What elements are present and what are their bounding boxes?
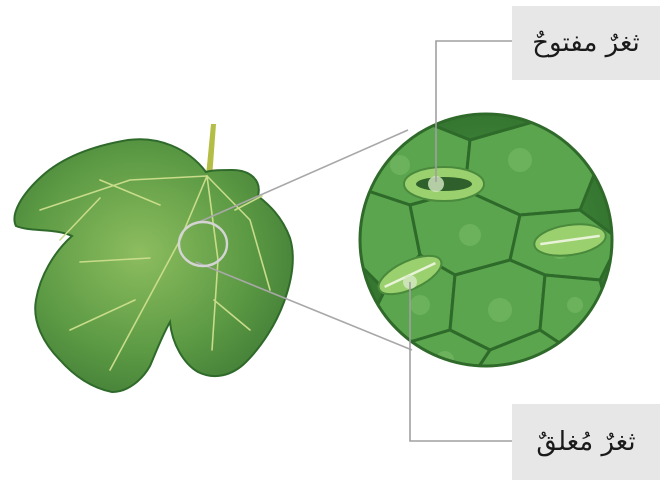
open-stoma-icon [404,167,484,201]
leaf-blade [14,139,292,392]
open-stoma-label: ثغرٌ مفتوحٌ [512,6,660,80]
closed-stoma-label: ثغرٌ مُغلقٌ [512,404,660,480]
magnifier-circle [355,114,620,380]
fig-leaf [14,124,292,392]
